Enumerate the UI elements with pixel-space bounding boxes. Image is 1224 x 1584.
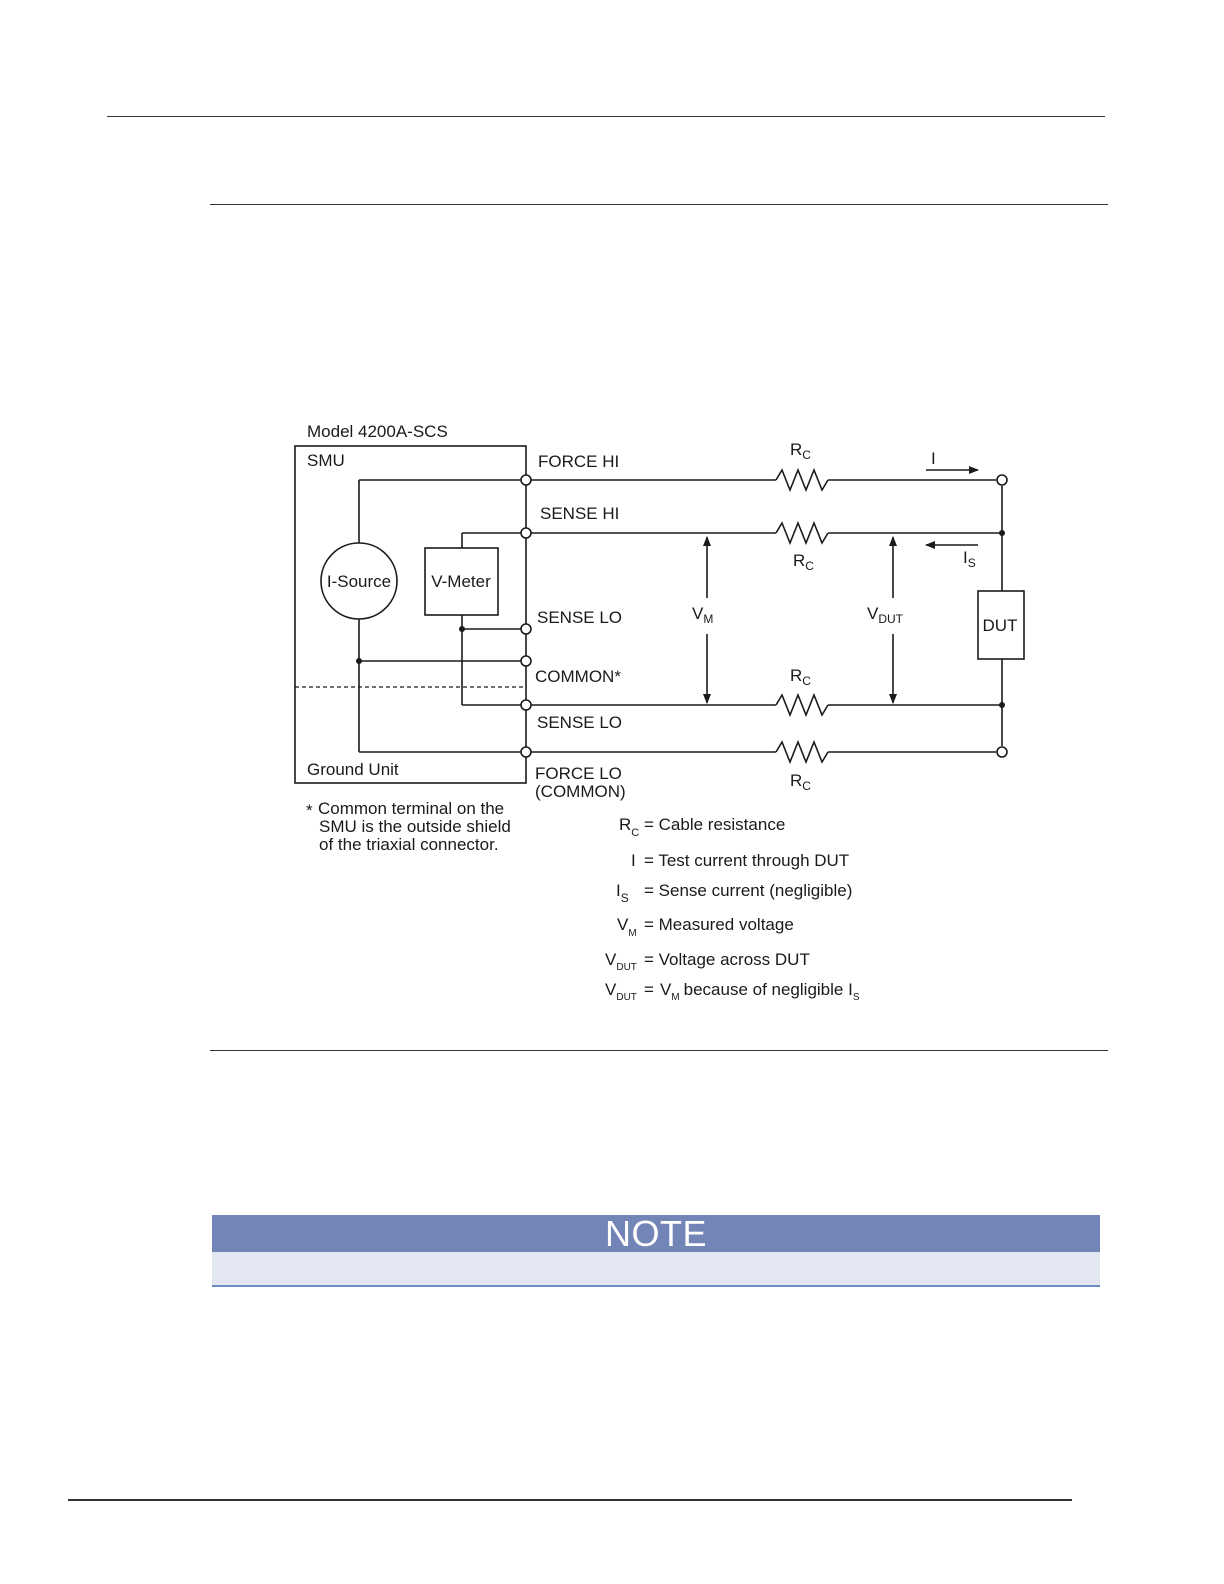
terminal-label-force-lo: FORCE LO [535, 764, 622, 783]
legend-rc-symbol: RC [619, 815, 639, 839]
common-asterisk: * [614, 667, 621, 686]
footnote-line-2: SMU is the outside shield [319, 817, 511, 836]
terminal-common [520, 655, 532, 667]
vdut-label: VDUT [867, 604, 904, 626]
resistor-sense-lo [775, 692, 829, 718]
dut-terminal-bottom [996, 746, 1008, 758]
common-text: COMMON [535, 667, 614, 686]
v-meter-label: V-Meter [431, 572, 491, 591]
note-body [212, 1252, 1100, 1285]
vm-label: VM [692, 604, 713, 626]
smu-label: SMU [307, 451, 345, 470]
rc-label-sense-hi: RC [793, 551, 814, 573]
legend-vdut-text: = Voltage across DUT [644, 950, 810, 969]
i-source-symbol [320, 542, 398, 620]
resistor-sense-hi [775, 520, 829, 546]
page-footer-rule [68, 1499, 1072, 1501]
rc-label-force-hi: RC [790, 440, 811, 462]
resistor-force-hi [775, 467, 829, 493]
terminal-label-sense-hi: SENSE HI [540, 504, 619, 523]
legend-vm-symbol: VM [617, 915, 637, 939]
resistor-force-lo [775, 739, 829, 765]
terminal-label-force-hi: FORCE HI [538, 452, 619, 471]
smu-box [294, 445, 527, 784]
terminal-label-common: COMMON* [535, 667, 621, 686]
terminal-label-sense-lo-2: SENSE LO [537, 713, 622, 732]
rc-label-force-lo: RC [790, 771, 811, 793]
rc-label-sense-lo: RC [790, 666, 811, 688]
dut-terminal-top [996, 474, 1008, 486]
terminal-sense-lo-2 [520, 699, 532, 711]
terminal-label-sense-lo-1: SENSE LO [537, 608, 622, 627]
note-box: NOTE [212, 1215, 1100, 1287]
footnote-line-3: of the triaxial connector. [319, 835, 499, 854]
section-rule-top [210, 204, 1108, 205]
legend-vdut-symbol: VDUT [605, 950, 637, 973]
terminal-sense-hi [520, 527, 532, 539]
note-heading: NOTE [212, 1215, 1100, 1253]
footnote-asterisk: * [306, 801, 313, 820]
legend-rc-text: = Cable resistance [644, 815, 785, 834]
terminal-label-force-lo-sub: (COMMON) [535, 782, 626, 801]
terminal-force-hi [520, 474, 532, 486]
legend-is-text: = Sense current (negligible) [644, 881, 852, 900]
dut-label: DUT [983, 616, 1018, 635]
i-source-label: I-Source [327, 572, 391, 591]
ground-unit-label: Ground Unit [307, 760, 399, 779]
legend-is-symbol: IS [616, 881, 629, 905]
legend-vdut2-symbol: VDUT [605, 980, 637, 1003]
i-label: I [931, 449, 936, 468]
is-label: IS [963, 548, 976, 570]
legend-i-symbol: I [631, 851, 636, 870]
terminal-sense-lo-1 [520, 623, 532, 635]
dut-box [977, 590, 1025, 660]
page-header-rule [107, 116, 1105, 117]
footnote-line-1: Common terminal on the [318, 799, 504, 818]
legend-vm-text: = Measured voltage [644, 915, 794, 934]
terminal-force-lo [520, 746, 532, 758]
section-rule-bottom [210, 1050, 1108, 1051]
legend-i-text: = Test current through DUT [644, 851, 849, 870]
instrument-title: Model 4200A-SCS [307, 422, 448, 441]
